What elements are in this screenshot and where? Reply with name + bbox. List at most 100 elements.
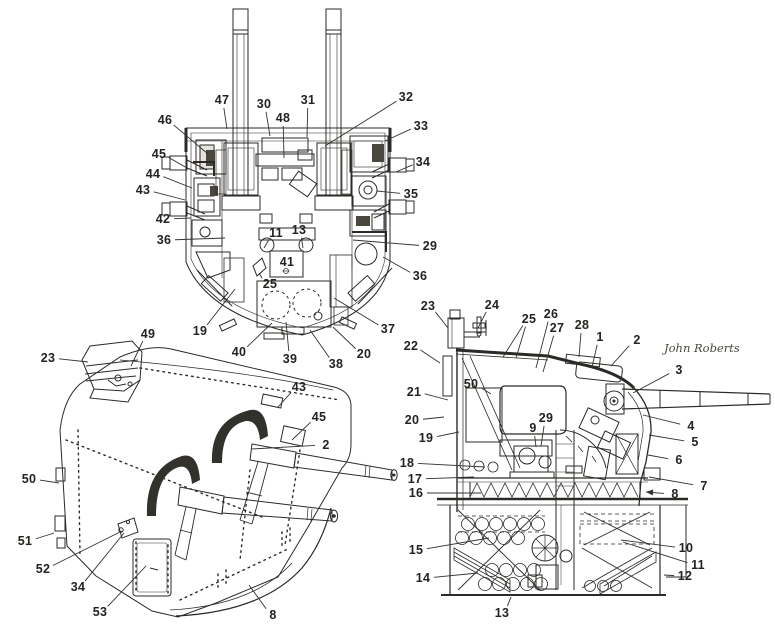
leader-line <box>535 321 549 369</box>
leader-line <box>282 125 285 159</box>
callout-number-8: 8 <box>269 608 276 622</box>
leader-line <box>248 584 267 610</box>
callout-number-43: 43 <box>136 183 151 197</box>
callout-number-10: 10 <box>679 541 694 555</box>
callout-number-25: 25 <box>263 277 278 291</box>
callout-number-46: 46 <box>158 113 173 127</box>
callout-number-13: 13 <box>495 606 510 620</box>
callout-number-15: 15 <box>409 543 424 557</box>
callout-number-26: 26 <box>544 307 559 321</box>
leader-line <box>173 124 209 155</box>
callout-number-20: 20 <box>405 413 420 427</box>
callout-number-36: 36 <box>413 269 428 283</box>
leader-line <box>107 565 147 607</box>
leader-line <box>417 462 486 468</box>
callout-number-38: 38 <box>329 357 344 371</box>
callout-number-24: 24 <box>485 298 500 312</box>
leader-line <box>174 237 226 241</box>
callout-number-12: 12 <box>678 569 693 583</box>
leader-line <box>352 239 420 246</box>
callout-number-17: 17 <box>408 472 423 486</box>
callout-number-3: 3 <box>675 363 682 377</box>
callout-number-48: 48 <box>276 111 291 125</box>
leader-line <box>477 311 487 329</box>
leader-line <box>265 111 271 137</box>
leader-line <box>58 358 89 363</box>
inline-labels: 41 <box>280 255 295 269</box>
leader-line <box>258 272 263 279</box>
callout-number-6: 6 <box>675 453 682 467</box>
leader-line <box>480 387 492 395</box>
leader-line <box>39 479 60 484</box>
leader-line <box>648 434 685 442</box>
side-section-view <box>437 309 771 596</box>
callout-number-42: 42 <box>156 212 171 226</box>
callout-number-5: 5 <box>691 435 698 449</box>
leader-line <box>648 476 694 486</box>
callout-number-52: 52 <box>36 562 51 576</box>
leader-line <box>52 530 123 566</box>
callout-number-50: 50 <box>22 472 37 486</box>
callout-number-53: 53 <box>93 605 108 619</box>
handling-room <box>441 430 687 596</box>
leader-line <box>647 454 669 460</box>
leader-line <box>436 431 460 438</box>
callout-number-39: 39 <box>283 352 298 366</box>
leader-line <box>206 288 236 326</box>
inline-number-41: 41 <box>280 255 295 269</box>
leader-line <box>376 190 401 194</box>
callout-number-18: 18 <box>400 456 415 470</box>
callout-number-49: 49 <box>141 327 156 341</box>
leader-line <box>333 297 379 326</box>
leader-line <box>426 537 490 550</box>
leader-line <box>506 596 512 607</box>
callout-number-11: 11 <box>691 558 705 572</box>
callout-number-19: 19 <box>419 431 434 445</box>
gun-port-slot-upper <box>211 409 268 463</box>
leader-line <box>542 335 555 373</box>
leader-line <box>395 164 413 173</box>
callout-number-23: 23 <box>41 351 56 365</box>
leader-line <box>309 329 330 358</box>
leader-line <box>153 191 186 201</box>
top-view-gun-barrels <box>232 8 342 196</box>
leader-line <box>332 326 357 350</box>
callout-number-47: 47 <box>215 93 230 107</box>
leader-line <box>306 107 309 138</box>
callout-number-16: 16 <box>409 486 424 500</box>
gun-port-slot-lower <box>146 455 200 516</box>
leader-arrowhead <box>646 489 654 496</box>
leader-line <box>663 574 675 577</box>
callout-number-7: 7 <box>700 479 707 493</box>
callout-number-22: 22 <box>404 339 419 353</box>
leader-line <box>263 239 270 249</box>
callout-number-30: 30 <box>257 97 272 111</box>
leader-line <box>610 345 630 367</box>
leader-line <box>515 326 526 359</box>
callout-number-29: 29 <box>423 239 438 253</box>
callout-number-2: 2 <box>633 333 640 347</box>
leader-line <box>291 421 311 441</box>
callout-number-21: 21 <box>407 385 422 399</box>
callout-number-19: 19 <box>193 324 208 338</box>
leader-line <box>84 532 125 582</box>
callout-number-27: 27 <box>550 321 565 335</box>
perspective-view <box>54 340 398 618</box>
callout-number-14: 14 <box>416 571 431 585</box>
leader-line <box>534 435 537 448</box>
perspective-barrels <box>177 443 398 523</box>
callout-number-33: 33 <box>414 119 429 133</box>
callout-number-40: 40 <box>232 345 247 359</box>
callout-number-13: 13 <box>292 223 307 237</box>
leader-line <box>433 572 479 578</box>
callout-number-35: 35 <box>404 187 419 201</box>
pedestal-struts <box>469 482 639 498</box>
callout-number-11: 11 <box>269 226 283 240</box>
callout-number-1: 1 <box>596 330 603 344</box>
leader-line <box>632 373 670 394</box>
callout-number-25: 25 <box>522 312 537 326</box>
callout-number-4: 4 <box>687 419 694 433</box>
callout-number-51: 51 <box>18 534 33 548</box>
